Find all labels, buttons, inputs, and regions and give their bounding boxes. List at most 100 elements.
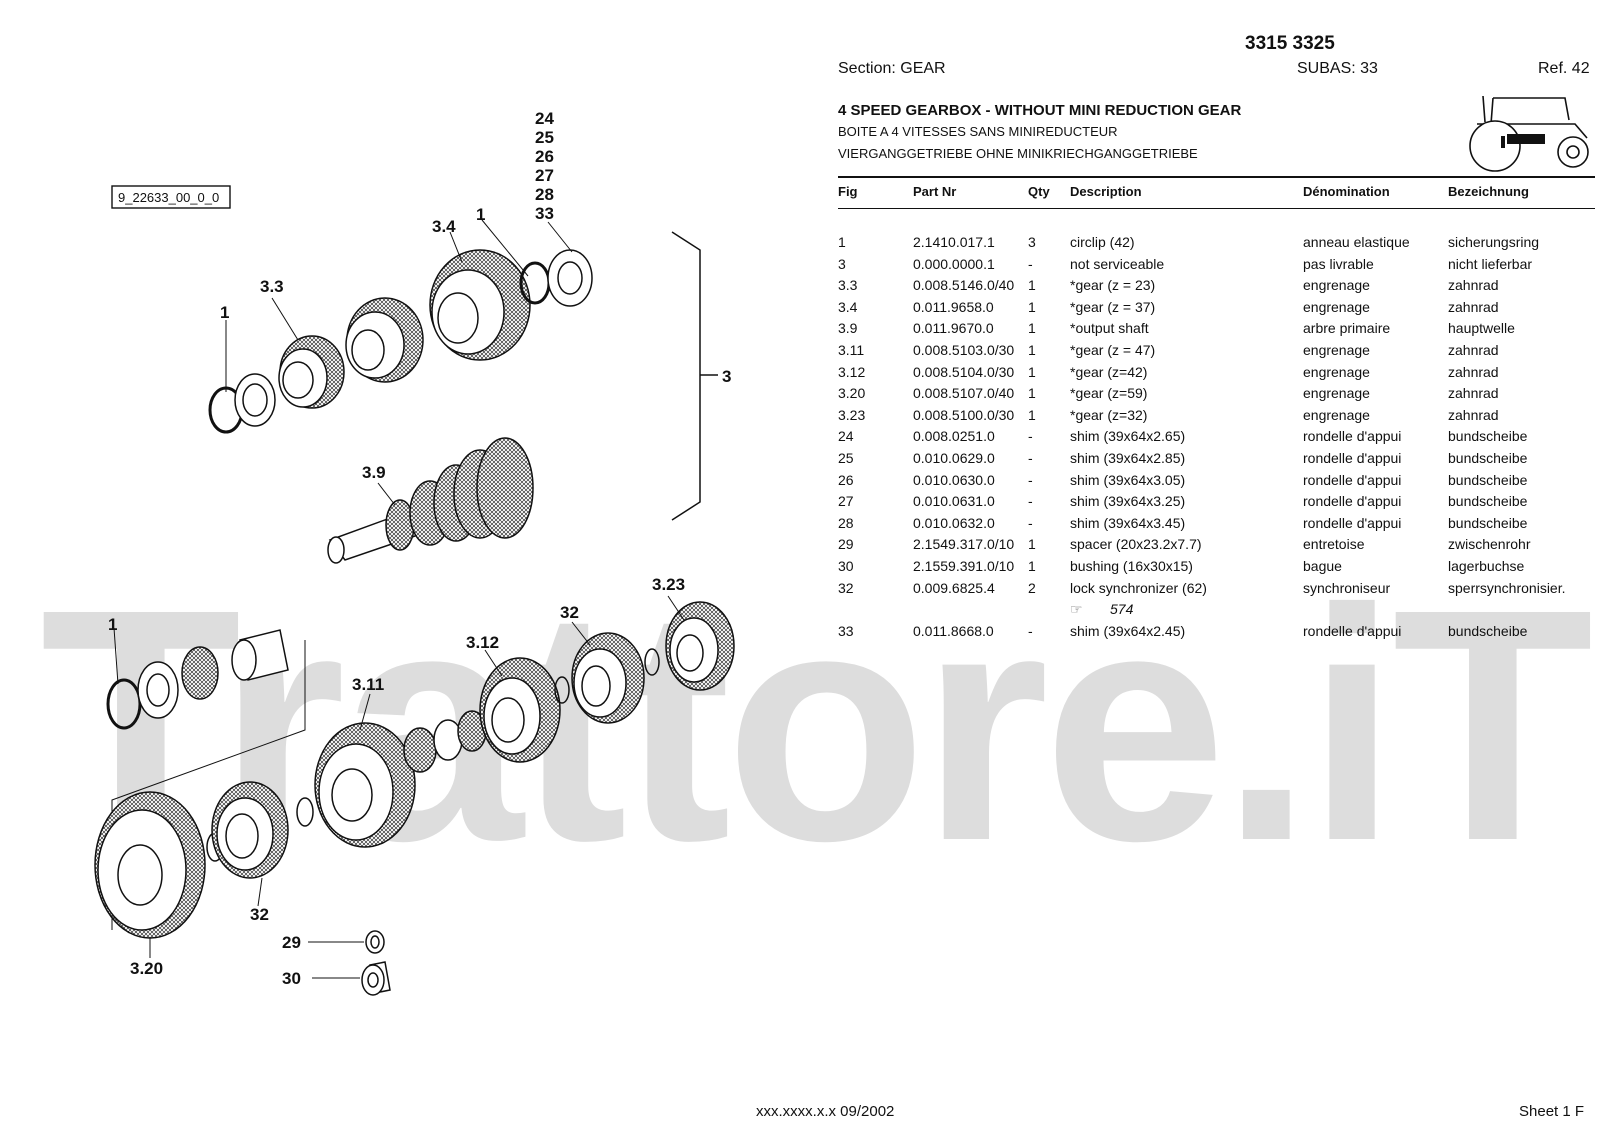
cell-bezeichnung: bundscheibe (1448, 449, 1528, 466)
callout-27: 27 (535, 166, 554, 185)
cell-description: *gear (z=32) (1070, 406, 1148, 423)
cross-reference-note: 574 (1110, 601, 1134, 618)
header-fig: Fig (838, 184, 858, 199)
section-label: Section: GEAR (838, 60, 946, 77)
cell-fig: 1 (838, 234, 846, 250)
cell-denomination: bague (1303, 557, 1342, 574)
callout-3-11: 3.11 (352, 675, 384, 694)
cell-part-nr: 0.008.5104.0/30 (913, 363, 1015, 380)
cell-qty: 1 (1028, 363, 1036, 380)
title-french: BOITE A 4 VITESSES SANS MINIREDUCTEUR (838, 124, 1118, 139)
cell-qty: 1 (1028, 536, 1036, 553)
cell-part-nr: 0.011.8668.0 (913, 622, 994, 639)
cell-qty: - (1028, 449, 1033, 466)
cell-part-nr: 2.1559.391.0/10 (913, 557, 1015, 574)
callout-32-upper: 32 (560, 603, 579, 622)
footer-code-date: xxx.xxxx.x.x 09/2002 (756, 1103, 895, 1120)
cell-description: lock synchronizer (62) (1070, 579, 1207, 596)
callout-29: 29 (282, 933, 301, 952)
cell-qty: - (1028, 428, 1033, 445)
cell-fig: 25 (838, 449, 854, 466)
cell-part-nr: 0.008.5100.0/30 (913, 406, 1015, 423)
cell-description: bushing (16x30x15) (1070, 557, 1193, 574)
callout-3-23: 3.23 (652, 575, 685, 594)
cell-part-nr: 0.000.0000.1 (913, 255, 995, 272)
cell-description: not serviceable (1070, 255, 1165, 272)
cell-bezeichnung: zahnrad (1448, 363, 1499, 380)
header-description: Description (1070, 184, 1142, 199)
cell-denomination: engrenage (1303, 385, 1370, 402)
header-denomination: Dénomination (1303, 184, 1390, 199)
callout-1-left: 1 (220, 303, 229, 322)
callout-3-4: 3.4 (432, 217, 456, 236)
cell-bezeichnung: bundscheibe (1448, 471, 1528, 488)
exploded-parts-diagram: 9_22633_00_0_0 (94, 109, 735, 996)
cell-description: *output shaft (1070, 320, 1149, 337)
cell-description: spacer (20x23.2x7.7) (1070, 536, 1202, 553)
cell-part-nr: 0.009.6825.4 (913, 579, 995, 596)
cell-part-nr: 0.008.0251.0 (913, 428, 995, 445)
callout-3-3: 3.3 (260, 277, 284, 296)
cell-description: circlip (42) (1070, 234, 1135, 250)
callout-30: 30 (282, 969, 301, 988)
callout-28: 28 (535, 185, 554, 204)
cell-description: *gear (z = 47) (1070, 341, 1156, 358)
cell-fig: 30 (838, 557, 854, 574)
cell-qty: - (1028, 255, 1033, 272)
cell-qty: - (1028, 622, 1033, 639)
tractor-icon (1469, 95, 1589, 172)
drawing-ref-box: 9_22633_00_0_0 (111, 185, 231, 209)
cell-description: *gear (z=42) (1070, 363, 1148, 380)
cell-part-nr: 0.010.0630.0 (913, 471, 995, 488)
cell-fig: 28 (838, 514, 854, 531)
cell-part-nr: 2.1410.017.1 (913, 234, 995, 250)
cell-denomination: rondelle d'appui (1303, 449, 1402, 466)
cell-qty: 3 (1028, 234, 1036, 250)
cell-part-nr: 0.011.9658.0 (913, 298, 994, 315)
callout-33: 33 (535, 204, 554, 223)
callout-1-upper: 1 (476, 205, 485, 224)
cell-fig: 33 (838, 622, 854, 639)
cell-qty: 1 (1028, 557, 1036, 574)
cell-bezeichnung: bundscheibe (1448, 622, 1528, 639)
cell-description: *gear (z = 23) (1070, 277, 1156, 294)
cell-description: *gear (z=59) (1070, 385, 1148, 402)
model-numbers: 3315 3325 (1245, 33, 1335, 54)
cell-denomination: pas livrable (1303, 255, 1374, 272)
cell-denomination: rondelle d'appui (1303, 493, 1402, 510)
subas-label: SUBAS: 33 (1297, 60, 1378, 77)
cell-description: shim (39x64x3.05) (1070, 471, 1186, 488)
cell-qty: - (1028, 493, 1033, 510)
cell-bezeichnung: zahnrad (1448, 406, 1499, 423)
cell-bezeichnung: sperrsynchronisier. (1448, 579, 1566, 596)
cell-fig: 27 (838, 493, 854, 510)
cell-fig: 29 (838, 536, 854, 553)
cell-denomination: rondelle d'appui (1303, 622, 1402, 639)
header-bezeichnung: Bezeichnung (1448, 184, 1529, 199)
cell-fig: 3.3 (838, 277, 858, 294)
cell-bezeichnung: bundscheibe (1448, 514, 1528, 531)
cell-fig: 24 (838, 428, 854, 445)
cell-bezeichnung: zahnrad (1448, 341, 1499, 358)
cell-description: *gear (z = 37) (1070, 298, 1156, 315)
cell-bezeichnung: sicherungsring (1448, 234, 1540, 250)
cell-part-nr: 0.010.0629.0 (913, 449, 995, 466)
callout-32-lower: 32 (250, 905, 269, 924)
cell-denomination: rondelle d'appui (1303, 471, 1402, 488)
cell-fig: 3 (838, 255, 846, 272)
cell-qty: - (1028, 514, 1033, 531)
cell-qty: 1 (1028, 298, 1036, 315)
header-part-nr: Part Nr (913, 184, 957, 199)
cell-part-nr: 0.008.5146.0/40 (913, 277, 1015, 294)
cell-description: shim (39x64x2.45) (1070, 622, 1186, 639)
cell-bezeichnung: nicht lieferbar (1448, 255, 1533, 272)
cell-fig: 3.11 (838, 341, 865, 358)
cell-qty: 1 (1028, 277, 1036, 294)
cell-bezeichnung: zahnrad (1448, 298, 1499, 315)
cell-denomination: engrenage (1303, 298, 1370, 315)
callout-3-20: 3.20 (130, 959, 163, 978)
title-english: 4 SPEED GEARBOX - WITHOUT MINI REDUCTION… (838, 102, 1242, 119)
cell-denomination: engrenage (1303, 277, 1370, 294)
cell-part-nr: 0.008.5103.0/30 (913, 341, 1015, 358)
cell-denomination: entretoise (1303, 536, 1365, 553)
